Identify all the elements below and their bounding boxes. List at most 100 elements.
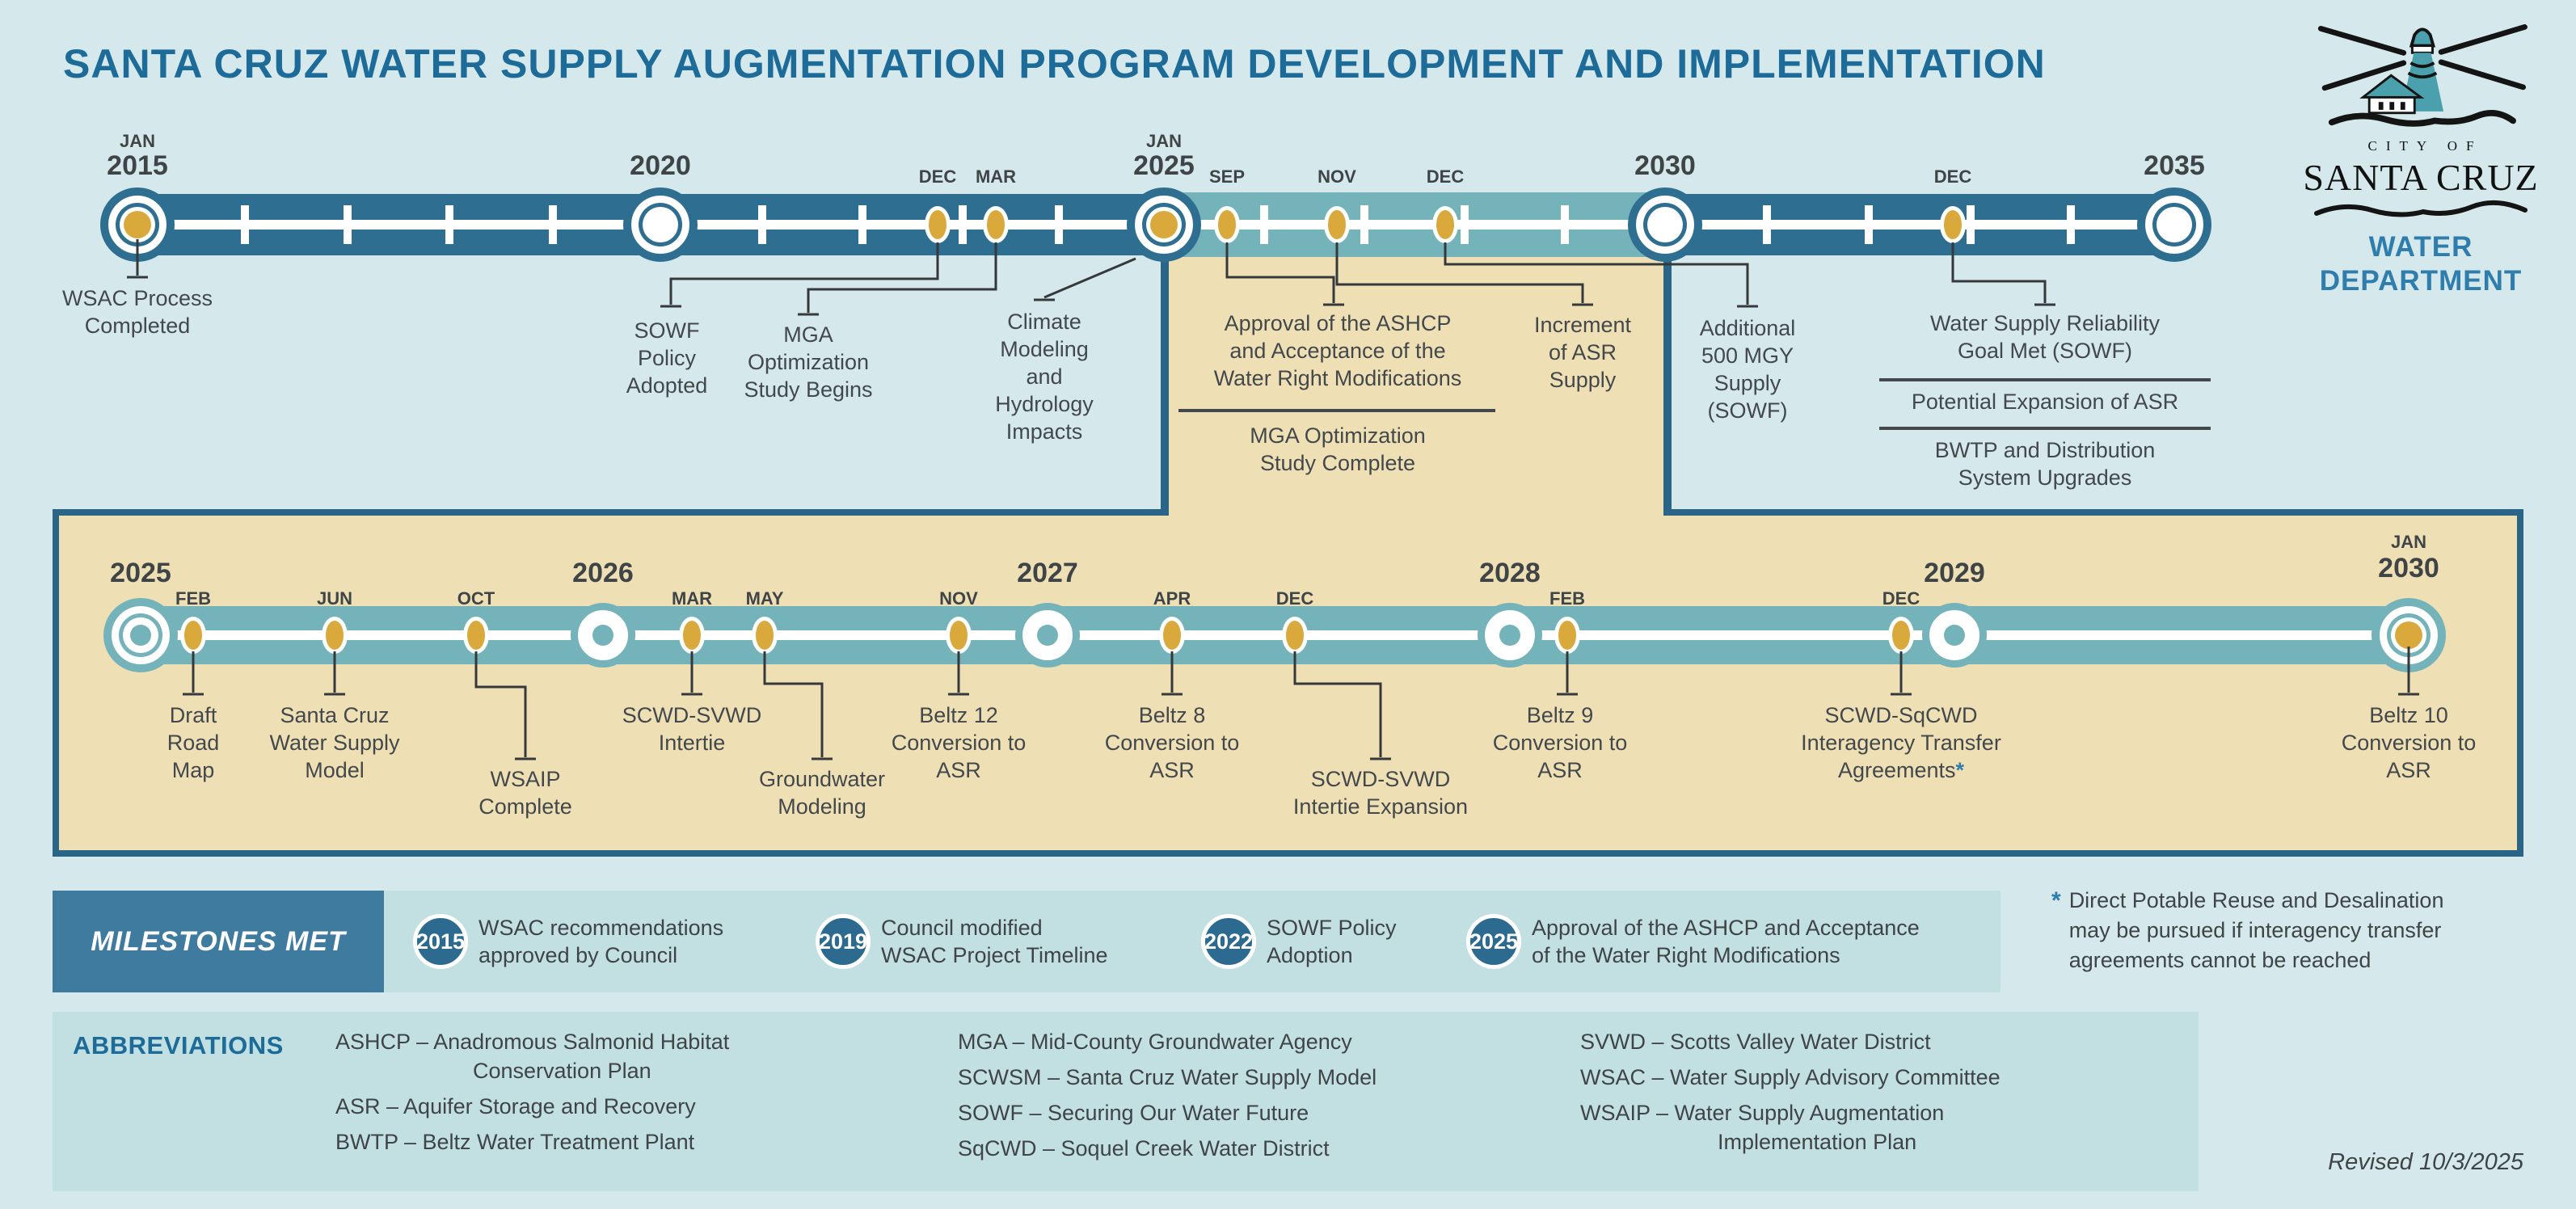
- event-label-ashcp: Approval of the ASHCP and Acceptance of …: [1213, 311, 1462, 390]
- year-tick: [1763, 205, 1771, 244]
- year-circle-2015: [100, 187, 175, 262]
- event-label-intertie: SCWD-SVWD Intertie: [622, 703, 762, 755]
- detail-box-border-gap: [1169, 509, 1663, 516]
- event-label-draft-road-map: Draft Road Map: [167, 703, 220, 782]
- gold-dot-icon: [1150, 211, 1178, 238]
- legend-circle-2025: 2025: [1466, 914, 1521, 969]
- milestone-dot-dec-2027: [1282, 617, 1308, 654]
- event-label-beltz12: Beltz 12 Conversion to ASR: [891, 703, 1027, 782]
- year-label: 2027: [1017, 558, 1078, 588]
- month-label: NOV: [1318, 166, 1356, 187]
- year-label: 2026: [572, 558, 634, 588]
- year-label: 2030: [1634, 150, 1696, 181]
- revised-date: Revised 10/3/2025: [2328, 1149, 2523, 1175]
- milestone-dot-may-2026: [752, 617, 778, 654]
- month-label: JAN: [2390, 532, 2427, 552]
- year-tick: [344, 205, 352, 244]
- event-label-beltz8: Beltz 8 Conversion to ASR: [1104, 703, 1240, 782]
- event-label-sqcwd: SCWD-SqCWD Interagency Transfer Agreemen…: [1801, 701, 2001, 784]
- year-label: 2015: [107, 150, 168, 181]
- milestone-dot-oct-2025: [463, 617, 489, 654]
- milestone-dot-feb-2025: [180, 617, 206, 654]
- abbreviation-wsac: WSAC – Water Supply Advisory Committee: [1580, 1065, 2001, 1089]
- milestone-dot-dec-2032: [1940, 206, 1966, 243]
- legend-circle-2022: 2022: [1201, 914, 1256, 969]
- year-tick: [2067, 205, 2075, 244]
- year-label: 2028: [1479, 558, 1541, 588]
- month-label: SEP: [1208, 166, 1246, 187]
- year-tick: [1865, 205, 1873, 244]
- event-label-asr-expansion: Potential Expansion of ASR: [1911, 390, 2179, 414]
- detail-year-circle-2026: [571, 603, 635, 668]
- year-label: 2030: [2378, 553, 2439, 583]
- month-label: OCT: [457, 588, 495, 609]
- year-tick: [1360, 205, 1368, 244]
- event-label-scwsm: Santa Cruz Water Supply Model: [269, 703, 400, 782]
- abbreviation-ashcp-cont: Conservation Plan: [473, 1059, 651, 1083]
- month-label: APR: [1153, 588, 1191, 609]
- legend-circle-2015: 2015: [413, 914, 468, 969]
- detail-year-circle-2030: [2372, 598, 2446, 672]
- legend-text-2015: WSAC recommendations approved by Council: [479, 916, 724, 967]
- abbreviation-sqcwd: SqCWD – Soquel Creek Water District: [958, 1136, 1330, 1161]
- abbreviation-asr: ASR – Aquifer Storage and Recovery: [335, 1094, 696, 1118]
- wave-underline-icon: [2314, 200, 2528, 217]
- year-circle-2020: [623, 187, 698, 262]
- year-label: 2020: [630, 150, 691, 181]
- month-label: JAN: [119, 131, 156, 151]
- gold-dot-icon: [124, 211, 151, 238]
- year-tick: [549, 205, 557, 244]
- year-label: 2025: [1133, 150, 1195, 181]
- year-tick: [1260, 205, 1268, 244]
- teal-dot-icon: [1499, 625, 1520, 646]
- detail-year-circle-2027: [1015, 603, 1080, 668]
- month-label: FEB: [175, 588, 211, 609]
- event-label-asr-increment: Increment of ASR Supply: [1533, 313, 1632, 392]
- milestone-dot-dec: [1432, 206, 1458, 243]
- milestone-dot-nov-2026: [946, 617, 972, 654]
- year-label: 2025: [110, 558, 171, 588]
- label-divider: [1178, 409, 1495, 412]
- abbreviation-bwtp: BWTP – Beltz Water Treatment Plant: [335, 1130, 695, 1154]
- year-circle-2030: [1628, 187, 1702, 262]
- year-tick: [1055, 205, 1063, 244]
- legend-text-2022: SOWF Policy Adoption: [1267, 916, 1397, 967]
- footnote: * Direct Potable Reuse and Desalination …: [2051, 886, 2443, 975]
- month-label: MAR: [975, 166, 1017, 187]
- footnote-asterisk: *: [1955, 758, 1965, 782]
- month-label: DEC: [1882, 588, 1920, 609]
- abbreviation-svwd: SVWD – Scotts Valley Water District: [1580, 1030, 1931, 1054]
- event-label-climate: Climate Modeling and Hydrology Impacts: [995, 310, 1094, 444]
- footnote-asterisk: *: [2051, 887, 2061, 914]
- month-label: DEC: [1275, 588, 1314, 609]
- logo-department: DEPARTMENT: [2319, 265, 2523, 297]
- detail-timeline-centerline: [141, 630, 2409, 640]
- month-label: MAR: [671, 588, 713, 609]
- lighthouse-icon: [2317, 24, 2528, 127]
- milestones-met-heading: MILESTONES MET: [91, 925, 346, 957]
- event-label-reliability: Water Supply Reliability Goal Met (SOWF): [1929, 311, 2161, 363]
- abbreviation-sowf: SOWF – Securing Our Water Future: [958, 1101, 1309, 1125]
- event-label-sqcwd-text: SCWD-SqCWD Interagency Transfer Agreemen…: [1801, 703, 2001, 782]
- light-beams: [2317, 24, 2528, 91]
- logo-city-of: CITY OF: [2367, 138, 2483, 154]
- month-label: DEC: [1426, 166, 1465, 187]
- event-label-beltz9: Beltz 9 Conversion to ASR: [1492, 703, 1628, 782]
- page-title: SANTA CRUZ WATER SUPPLY AUGMENTATION PRO…: [63, 41, 2046, 86]
- legend-circle-2019: 2019: [816, 914, 871, 969]
- label-divider: [1879, 378, 2211, 381]
- year-label: 2035: [2144, 150, 2205, 181]
- logo-santa-cruz: SANTA CRUZ: [2303, 157, 2539, 198]
- milestone-dot-sep-2025: [1214, 206, 1240, 243]
- month-label: JAN: [1145, 131, 1183, 151]
- milestone-dot-mar-2023: [983, 206, 1009, 243]
- abbreviation-ashcp: ASHCP – Anadromous Salmonid Habitat: [335, 1030, 730, 1054]
- event-label-beltz10: Beltz 10 Conversion to ASR: [2341, 703, 2477, 782]
- year-tick: [445, 205, 453, 244]
- teal-dot-icon: [1037, 625, 1058, 646]
- milestone-dot-jun-2025: [322, 617, 348, 654]
- abbreviation-wsaip-cont: Implementation Plan: [1718, 1130, 1917, 1154]
- milestone-dot-nov: [1324, 206, 1350, 243]
- event-label-500mgy: Additional 500 MGY Supply (SOWF): [1699, 316, 1796, 423]
